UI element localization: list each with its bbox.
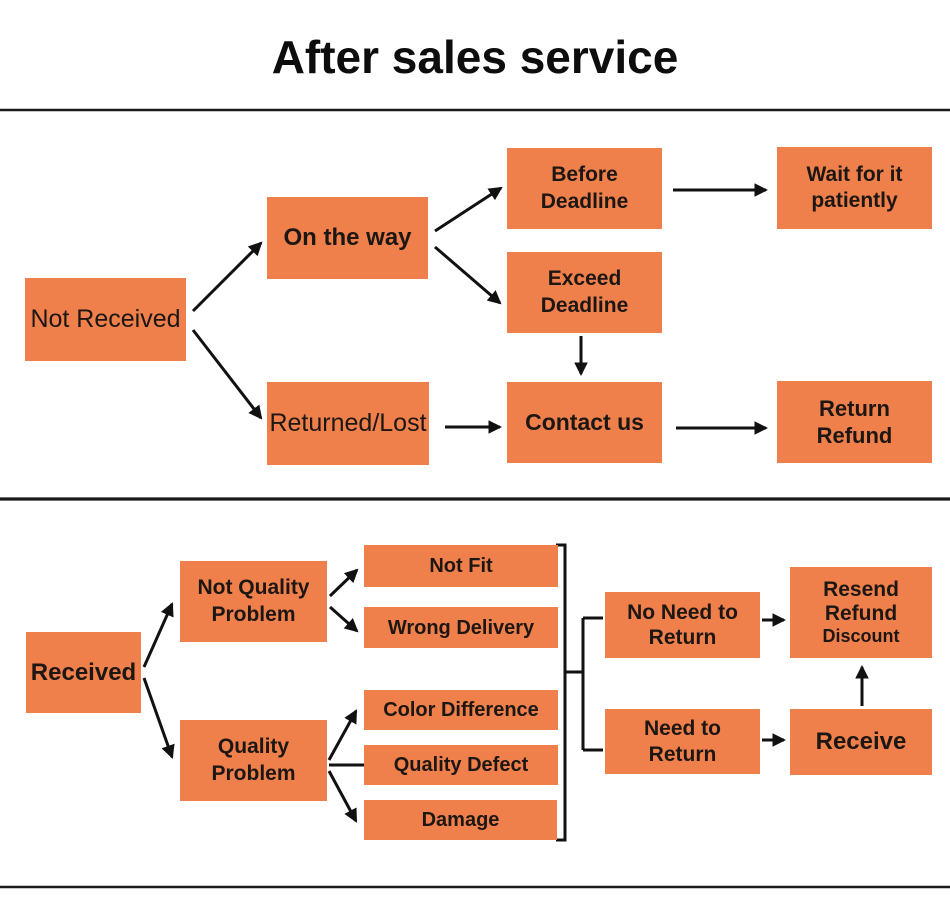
node-not-received: Not Received (25, 278, 186, 361)
arrow-received-to-quality-problem (142, 677, 175, 759)
node-on-the-way: On the way (267, 197, 428, 279)
node-no-need-to-return: No Need to Return (605, 592, 760, 658)
node-wait-patiently: Wait for it patiently (777, 147, 932, 229)
node-return-refund: Return Refund (777, 381, 932, 463)
arrow-on-the-way-to-exceed-deadline (434, 245, 502, 305)
arrow-quality-to-damage (327, 770, 358, 823)
node-receive: Receive (790, 709, 932, 775)
arrow-not-quality-to-wrong-delivery (329, 605, 359, 633)
node-contact-us: Contact us (507, 382, 662, 463)
node-not-fit: Not Fit (364, 545, 558, 587)
node-color-difference: Color Difference (364, 690, 558, 730)
node-wrong-delivery: Wrong Delivery (364, 607, 558, 648)
node-before-deadline: Before Deadline (507, 148, 662, 229)
node-resend-refund-discount: Resend Refund Discount (790, 567, 932, 658)
node-damage: Damage (364, 800, 557, 840)
node-received: Received (26, 632, 141, 713)
discount-label: Discount (822, 626, 900, 647)
arrow-not-received-to-on-the-way (191, 241, 263, 313)
arrow-quality-to-color-difference (327, 709, 358, 761)
node-not-quality-problem: Not Quality Problem (180, 561, 327, 642)
arrow-not-received-to-returned-lost (191, 329, 263, 420)
node-quality-defect: Quality Defect (364, 745, 558, 785)
bracket-received-options (556, 543, 567, 842)
node-returned-lost: Returned/Lost (267, 382, 429, 465)
arrow-not-quality-to-not-fit (328, 568, 359, 598)
node-need-to-return: Need to Return (605, 709, 760, 774)
node-quality-problem: Quality Problem (180, 720, 327, 801)
page-title: After sales service (271, 31, 679, 83)
resend-refund-label: Resend Refund (823, 578, 899, 626)
node-exceed-deadline: Exceed Deadline (507, 252, 662, 333)
arrow-received-to-not-quality-problem (142, 602, 174, 668)
arrow-on-the-way-to-before-deadline (434, 186, 503, 233)
